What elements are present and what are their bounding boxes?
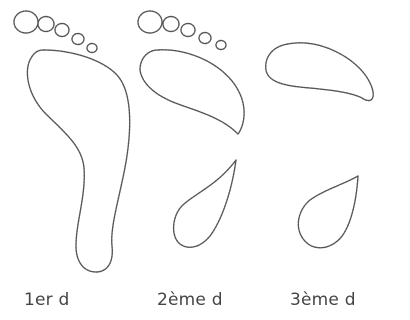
forefoot-3: [266, 43, 374, 101]
toe-1-3: [55, 24, 69, 37]
footprint-stage-1: [14, 11, 130, 272]
stage-label-2: 2ème d: [157, 290, 223, 310]
footprint-stage-2: [138, 11, 244, 247]
footprint-stage-3: [266, 43, 374, 248]
heel-3: [298, 176, 358, 248]
toe-2-5: [216, 41, 226, 50]
toe-2-2: [163, 17, 179, 32]
toe-1-2: [38, 17, 54, 32]
forefoot-2: [140, 50, 244, 134]
toe-1-1: [14, 11, 38, 33]
toe-2-4: [199, 33, 211, 44]
toe-1-4: [72, 34, 84, 45]
sole-1: [27, 50, 129, 272]
toe-1-5: [87, 44, 97, 53]
stage-label-1: 1er d: [24, 290, 69, 310]
stage-label-3: 3ème d: [290, 290, 356, 310]
heel-2: [174, 160, 236, 247]
toe-2-3: [181, 24, 195, 37]
toe-2-1: [138, 11, 162, 33]
